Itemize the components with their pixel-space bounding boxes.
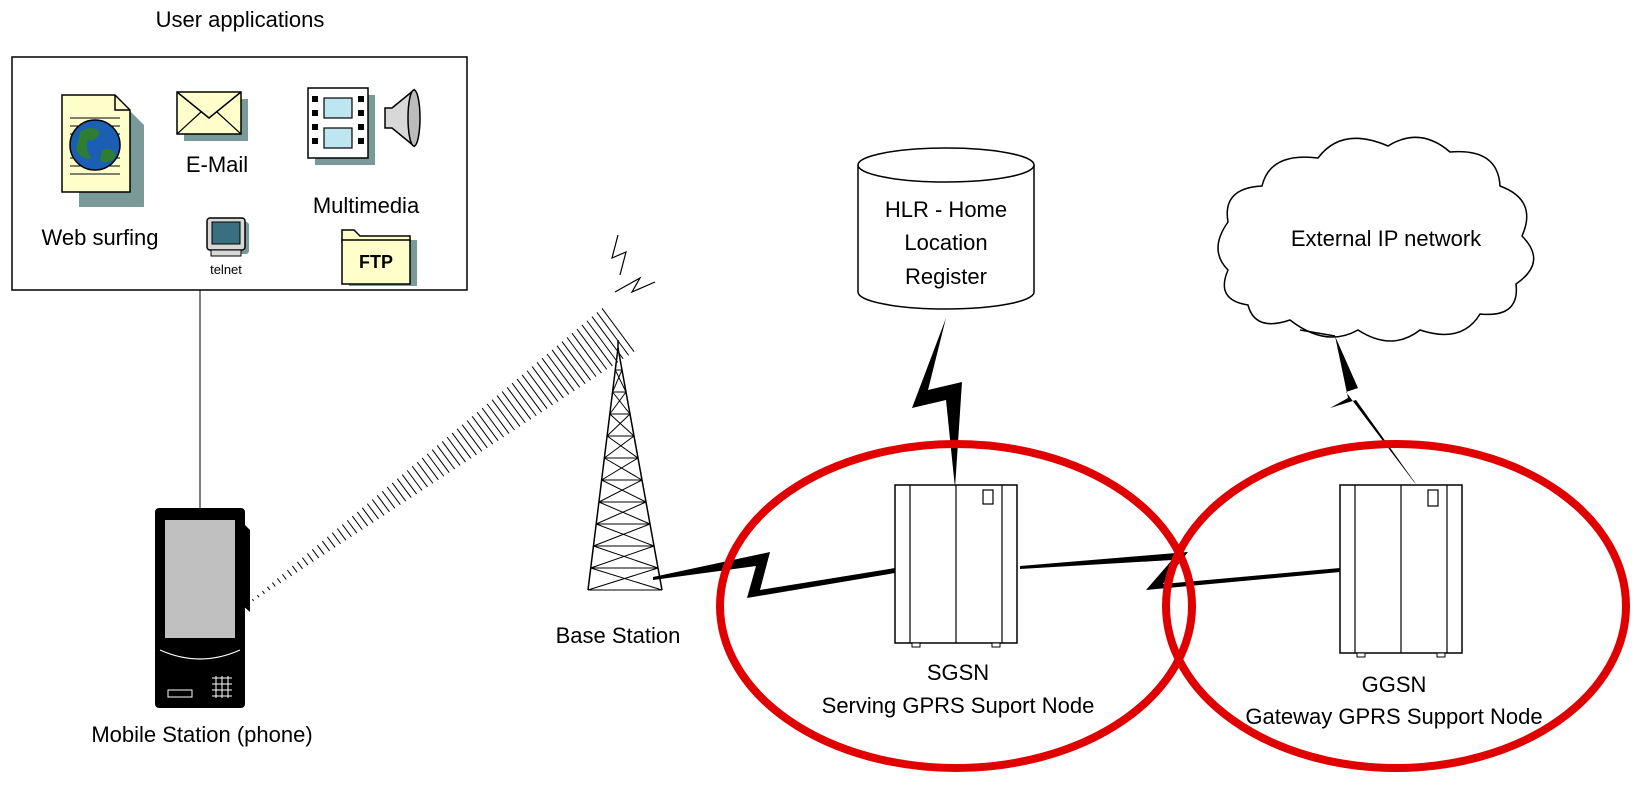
ggsn-highlight-ellipse xyxy=(1162,440,1630,772)
cloud-ggsn-link xyxy=(1299,329,1416,484)
sgsn-ggsn-link xyxy=(1020,552,1340,590)
ftp-label: FTP xyxy=(359,252,393,272)
hlr-database-cylinder xyxy=(857,147,1035,310)
ggsn-server-icon xyxy=(1339,484,1463,658)
telnet-label: telnet xyxy=(210,262,242,277)
hlr-label-line2: Location xyxy=(904,230,987,255)
sgsn-highlight-ellipse xyxy=(716,440,1196,772)
base-sgsn-link xyxy=(653,552,895,598)
antenna-signal-bolts-icon xyxy=(611,234,656,294)
base-station-tower-icon xyxy=(587,340,663,591)
web-document-globe-icon xyxy=(61,94,144,207)
sgsn-full-label: Serving GPRS Suport Node xyxy=(822,693,1095,718)
mobile-phone-icon xyxy=(155,508,250,708)
ggsn-full-label: Gateway GPRS Support Node xyxy=(1245,704,1542,729)
external-ip-network-cloud xyxy=(1217,136,1535,342)
hlr-label-line3: Register xyxy=(905,264,987,289)
sgsn-server-icon xyxy=(894,484,1018,648)
hlr-label-line1: HLR - Home xyxy=(885,197,1007,222)
user-applications-title: User applications xyxy=(156,7,325,32)
sgsn-abbr-label: SGSN xyxy=(927,660,989,685)
base-station-label: Base Station xyxy=(556,623,681,648)
external-ip-network-label: External IP network xyxy=(1291,226,1482,251)
multimedia-film-speaker-icon xyxy=(307,87,421,165)
email-envelope-icon xyxy=(176,91,248,141)
ggsn-abbr-label: GGSN xyxy=(1362,672,1427,697)
mobile-station-label: Mobile Station (phone) xyxy=(91,722,312,747)
radio-wave-beam xyxy=(252,307,635,602)
telnet-terminal-icon xyxy=(206,217,249,257)
hlr-sgsn-link xyxy=(912,318,962,488)
web-surfing-label: Web surfing xyxy=(42,225,159,250)
multimedia-label: Multimedia xyxy=(313,193,420,218)
email-label: E-Mail xyxy=(186,152,248,177)
ftp-folder-icon xyxy=(341,229,417,286)
